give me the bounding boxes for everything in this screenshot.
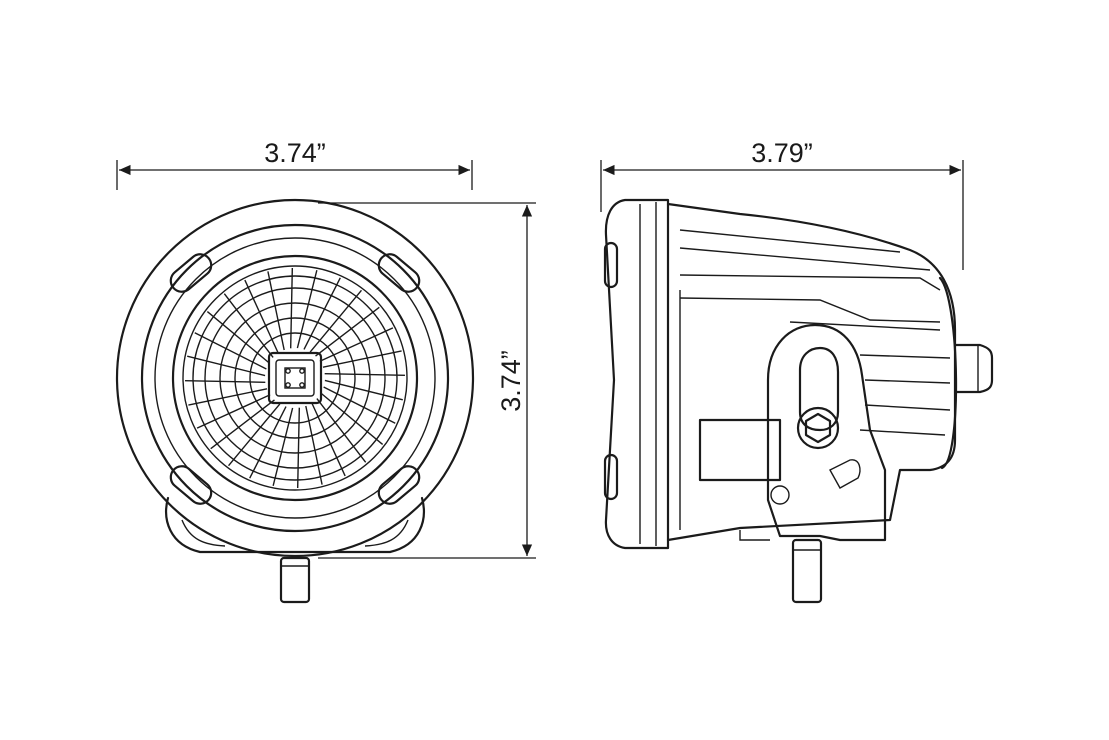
reflector-ring	[204, 287, 386, 469]
side-view: 3.79”	[600, 138, 994, 604]
reflector-spoke	[320, 392, 384, 446]
side-front-bezel	[604, 198, 670, 550]
reflector-spoke	[305, 405, 323, 485]
reflector-spoke	[324, 379, 403, 401]
reflector-spoke	[323, 386, 396, 424]
reflector-spoke	[315, 306, 380, 357]
front-bracket	[165, 496, 425, 554]
front-view: 3.74” 3.74”	[115, 138, 536, 604]
reflector-spoke	[210, 399, 275, 450]
front-width-dimension: 3.74”	[116, 138, 473, 190]
front-mount-slots	[169, 253, 421, 505]
reflector-spoke	[185, 379, 266, 384]
reflector-spoke	[249, 406, 287, 479]
front-height-dimension: 3.74”	[318, 202, 536, 559]
front-height-label: 3.74”	[496, 350, 526, 412]
reflector-ring	[192, 275, 398, 481]
reflector-spoke	[303, 277, 341, 350]
reflector-spoke	[316, 398, 367, 463]
reflector-spoke	[223, 293, 274, 358]
reflector-spoke	[296, 407, 301, 488]
side-depth-label: 3.79”	[751, 138, 813, 168]
reflector-spoke	[319, 327, 394, 362]
front-led-chip	[267, 351, 323, 405]
side-depth-dimension: 3.79”	[600, 138, 964, 270]
reflector-spoke	[296, 270, 318, 349]
reflector-ring	[219, 302, 371, 454]
reflector-spoke	[188, 388, 268, 406]
side-housing-body	[666, 202, 957, 542]
side-mount-stud	[791, 538, 823, 604]
reflector-spoke	[272, 407, 294, 486]
reflector-spoke	[324, 372, 405, 377]
front-bezel-ring	[140, 223, 450, 533]
reflector-spoke	[227, 403, 281, 467]
side-cable-gland	[953, 343, 994, 394]
reflector-ring	[249, 332, 341, 424]
reflector-spoke	[194, 332, 267, 370]
reflector-spoke	[267, 271, 285, 351]
reflector-spoke	[309, 289, 363, 353]
side-cooling-fins	[679, 229, 951, 530]
reflector-spoke	[187, 355, 266, 377]
reflector-spoke	[289, 268, 294, 349]
reflector-spoke	[206, 310, 270, 364]
front-mount-stud	[279, 556, 311, 604]
reflector-ring	[234, 317, 356, 439]
front-width-label: 3.74”	[264, 138, 326, 168]
front-housing-outer	[115, 198, 475, 558]
side-hex-bolt	[796, 406, 840, 450]
side-bracket-slot	[798, 346, 840, 432]
reflector-spoke	[196, 394, 271, 429]
reflector-spoke	[322, 350, 402, 368]
front-reflector-pattern	[185, 268, 405, 488]
reflector-spoke	[311, 402, 346, 477]
front-lens-ring	[171, 254, 419, 502]
side-mount-bracket	[766, 323, 887, 542]
reflector-spoke	[244, 279, 279, 354]
side-rear-cap	[938, 276, 958, 470]
